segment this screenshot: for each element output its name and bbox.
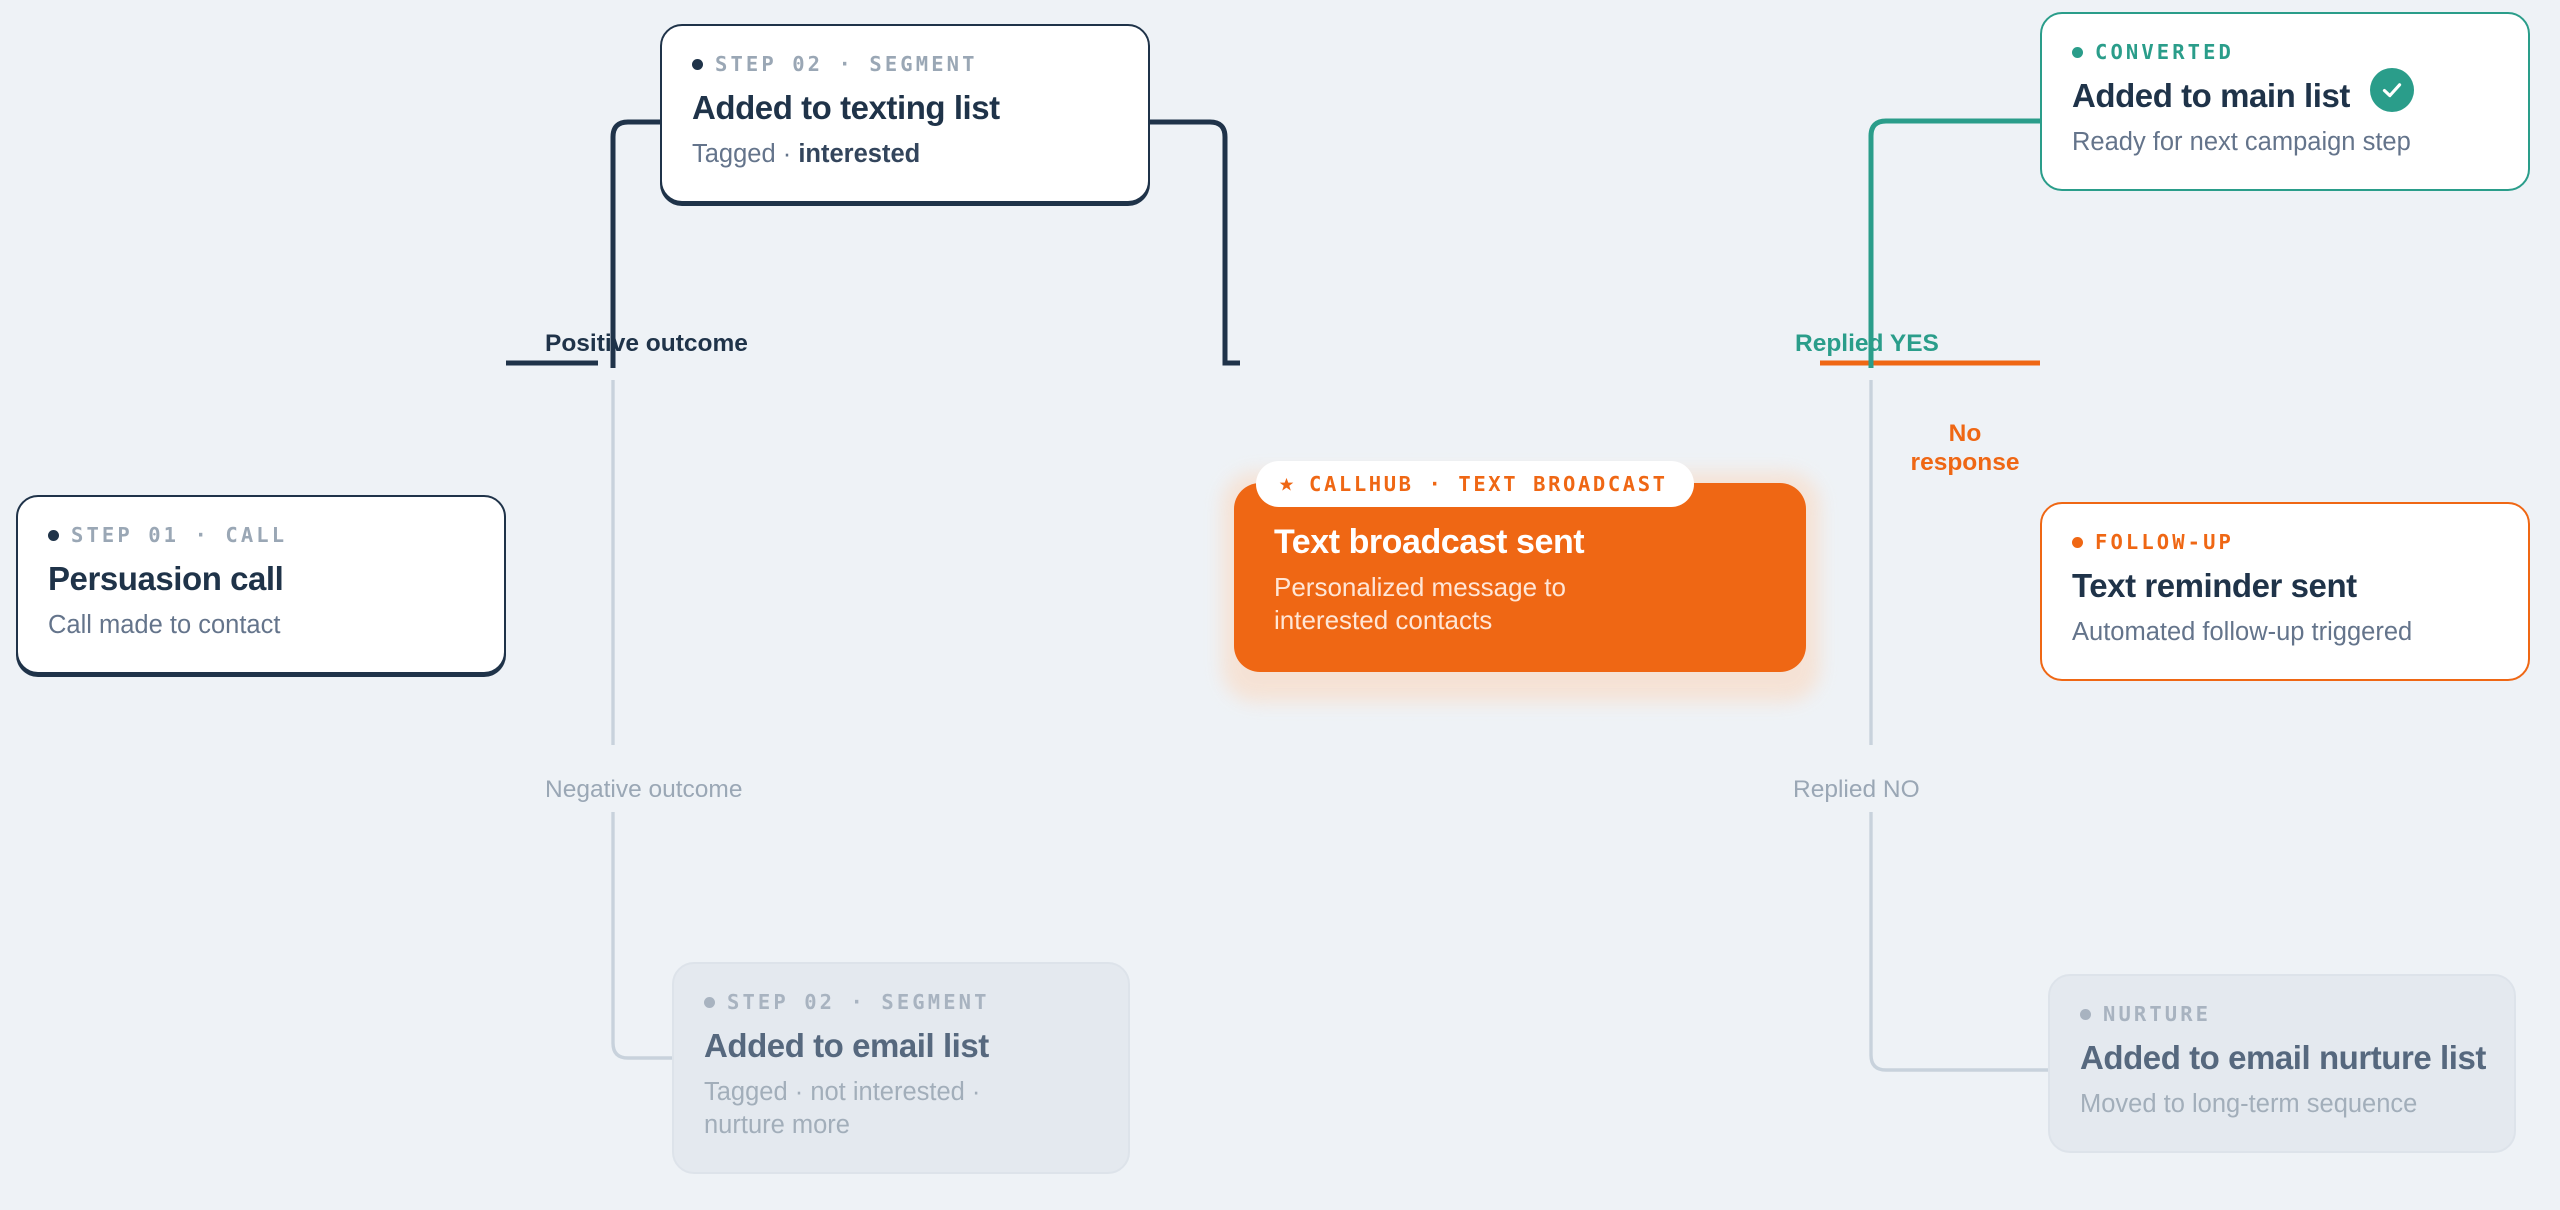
edge-label-negative-outcome: Negative outcome — [545, 776, 743, 803]
edge-label-replied-yes: Replied YES — [1795, 330, 1939, 357]
status-dot-icon — [48, 529, 59, 541]
node-title: Text reminder sent — [2072, 567, 2357, 604]
edge-call-to-texting-list — [610, 119, 700, 368]
callhub-badge: CALLHUB · TEXT BROADCAST — [1256, 461, 1694, 507]
eyebrow-label: FOLLOW-UP — [2095, 530, 2234, 554]
node-converted[interactable]: CONVERTED Added to main list Ready for n… — [2040, 12, 2530, 192]
node-subtitle: Personalized message to interested conta… — [1274, 572, 1566, 636]
node-title: Added to email nurture list — [2080, 1039, 2486, 1076]
subtitle-prefix: Tagged · — [692, 139, 799, 168]
node-eyebrow: STEP 01 · CALL — [48, 523, 474, 547]
check-circle-icon — [2369, 68, 2414, 113]
node-persuasion-call[interactable]: STEP 01 · CALL Persuasion call Call made… — [16, 495, 506, 675]
eyebrow-label: CONVERTED — [2095, 40, 2234, 64]
edge-texting-list-to-broadcast — [1110, 119, 1240, 366]
edge-label-no-response: No response — [1910, 420, 2020, 476]
status-dot-icon — [692, 58, 703, 70]
status-dot-icon — [2072, 536, 2083, 548]
status-dot-icon — [2080, 1008, 2091, 1020]
node-text-broadcast-wrapper: CALLHUB · TEXT BROADCAST Text broadcast … — [1222, 461, 1820, 702]
node-added-to-texting-list[interactable]: STEP 02 · SEGMENT Added to texting list … — [660, 24, 1150, 204]
node-title: Added to texting list — [692, 89, 1000, 126]
eyebrow-label: STEP 02 · SEGMENT — [715, 52, 978, 76]
node-added-to-email-list[interactable]: STEP 02 · SEGMENT Added to email list Ta… — [672, 962, 1130, 1175]
node-title-row: Added to main list — [2072, 64, 2498, 115]
edge-replied-no-to-nurture — [1869, 812, 2048, 1072]
node-title: Text broadcast sent — [1274, 523, 1585, 561]
status-dot-icon — [2072, 46, 2083, 58]
node-eyebrow: STEP 02 · SEGMENT — [692, 52, 1118, 76]
node-subtitle: Tagged · not interested · nurture more — [704, 1077, 981, 1140]
node-eyebrow: STEP 02 · SEGMENT — [704, 990, 1098, 1014]
node-title: Added to email list — [704, 1027, 989, 1064]
node-eyebrow: FOLLOW-UP — [2072, 530, 2498, 554]
node-title: Persuasion call — [48, 560, 284, 597]
node-nurture[interactable]: NURTURE Added to email nurture list Move… — [2048, 974, 2516, 1154]
eyebrow-label: STEP 01 · CALL — [71, 523, 288, 547]
node-subtitle: Automated follow-up triggered — [2072, 617, 2413, 646]
node-title: Added to main list — [2072, 77, 2350, 114]
star-icon — [1279, 477, 1294, 491]
edge-negative-to-email-list — [611, 812, 672, 1060]
subtitle-tag: interested — [798, 139, 921, 168]
status-dot-icon — [704, 996, 715, 1008]
edge-label-positive-outcome: Positive outcome — [545, 330, 748, 357]
eyebrow-label: STEP 02 · SEGMENT — [727, 990, 990, 1014]
node-subtitle: Ready for next campaign step — [2072, 127, 2411, 156]
node-eyebrow: CONVERTED — [2072, 40, 2498, 64]
eyebrow-label: NURTURE — [2103, 1002, 2212, 1026]
node-text-broadcast[interactable]: CALLHUB · TEXT BROADCAST Text broadcast … — [1234, 461, 1806, 672]
edge-label-replied-no: Replied NO — [1793, 776, 1920, 803]
node-subtitle: Moved to long-term sequence — [2080, 1089, 2418, 1118]
edge-broadcast-to-converted — [1868, 118, 2040, 368]
node-subtitle: Call made to contact — [48, 610, 281, 639]
node-subtitle: Tagged · interested — [692, 138, 1118, 171]
node-follow-up[interactable]: FOLLOW-UP Text reminder sent Automated f… — [2040, 502, 2530, 682]
node-eyebrow: NURTURE — [2080, 1002, 2484, 1026]
callhub-badge-label: CALLHUB · TEXT BROADCAST — [1309, 472, 1668, 496]
